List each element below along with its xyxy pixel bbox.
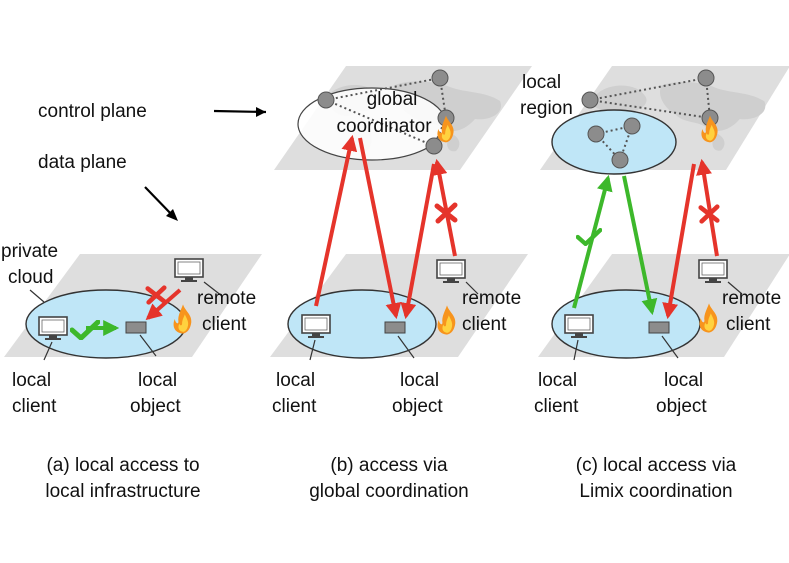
remote-label: remote <box>462 288 521 309</box>
node-icon <box>425 137 443 155</box>
remote-leader <box>465 281 479 295</box>
check-icon <box>578 230 601 244</box>
local-object-leader <box>661 335 679 359</box>
coordinator-to-object-arrow <box>358 137 402 320</box>
object-label: object <box>392 396 443 417</box>
local-label: local <box>664 370 703 391</box>
node-icon <box>587 125 605 143</box>
remote-label: remote <box>722 288 781 309</box>
local-label: local <box>538 370 577 391</box>
coordinator-label: coordinator <box>336 116 432 137</box>
coordinator-link <box>325 77 441 101</box>
local-client-leader <box>309 339 316 361</box>
object-label: object <box>656 396 707 417</box>
local-object-leader <box>139 334 157 357</box>
local-region-ellipse <box>551 109 677 175</box>
node-icon <box>317 91 335 109</box>
remote-to-coordinator-arrow <box>431 158 457 257</box>
local-label: local <box>138 370 177 391</box>
client-label: client <box>462 314 507 335</box>
request-to-region-arrow <box>572 174 613 309</box>
remote-blocked-arrow <box>145 288 182 321</box>
caption-a-line2: local infrastructure <box>45 481 200 502</box>
remote-to-region-arrow <box>696 158 719 257</box>
request-to-coordinator-arrow <box>314 134 358 307</box>
cloud-leader <box>29 289 45 303</box>
data-plane-arrowhead <box>166 209 178 221</box>
client-label: client <box>726 314 771 335</box>
local-client-leader <box>573 339 579 361</box>
local-object-leader <box>397 335 415 359</box>
control-plane-label: control plane <box>38 101 147 122</box>
caption-b-line1: (b) access via <box>330 455 448 476</box>
cloud-label: cloud <box>8 267 53 288</box>
object-block-icon <box>125 321 147 334</box>
region-to-object-arrow-2 <box>662 163 696 320</box>
panel-a: private cloud remote client local client… <box>1 241 262 502</box>
caption-c-line2: Limix coordination <box>579 481 732 502</box>
control-plane-arrowhead <box>256 107 266 117</box>
object-block-icon <box>648 321 670 334</box>
caption-a-line1: (a) local access to <box>46 455 199 476</box>
client-label: client <box>272 396 317 417</box>
caption-c-line1: (c) local access via <box>576 455 737 476</box>
caption-b-line2: global coordination <box>309 481 469 502</box>
panel-c: local region remote client local client … <box>520 66 789 502</box>
client-label: client <box>534 396 579 417</box>
node-icon <box>623 117 641 135</box>
client-label: client <box>202 314 247 335</box>
node-icon <box>697 69 715 87</box>
client-label: client <box>12 396 57 417</box>
remote-label: remote <box>197 288 256 309</box>
node-icon <box>581 91 599 109</box>
data-plane-arrow <box>144 186 175 218</box>
global-label: global <box>367 89 418 110</box>
data-plane-label: data plane <box>38 152 127 173</box>
private-label: private <box>1 241 58 262</box>
local-region-label-2: region <box>520 98 573 119</box>
node-icon <box>611 151 629 169</box>
region-to-object-arrow <box>622 175 658 316</box>
remote-leader <box>727 281 743 295</box>
region-link <box>589 99 711 119</box>
local-client-leader <box>43 341 53 361</box>
coordinator-to-object-arrow-2 <box>400 163 436 320</box>
panel-b: global coordinator remote client local c… <box>270 66 532 502</box>
object-label: object <box>130 396 181 417</box>
remote-leader <box>203 281 223 297</box>
local-label: local <box>400 370 439 391</box>
node-icon <box>431 69 449 87</box>
object-block-icon <box>384 321 406 334</box>
local-region-label-1: local <box>522 72 561 93</box>
local-label: local <box>12 370 51 391</box>
local-label: local <box>276 370 315 391</box>
